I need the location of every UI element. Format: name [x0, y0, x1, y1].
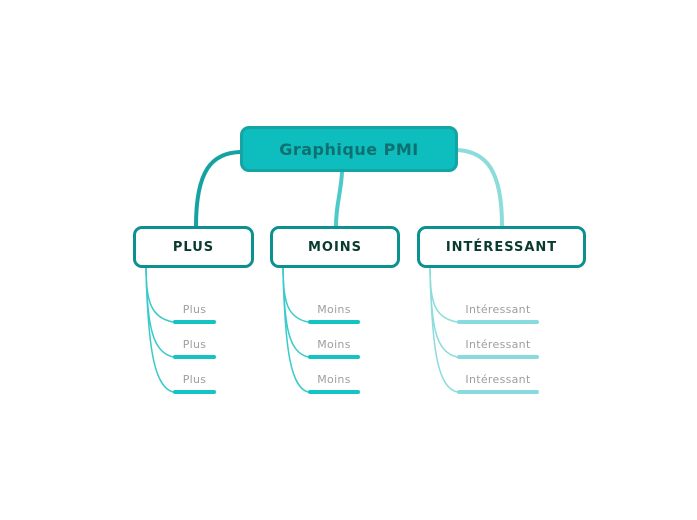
- child-topic-underline: [308, 355, 360, 359]
- connector-interessant-child-1: [429, 267, 458, 323]
- child-topic-plus-2[interactable]: Plus: [173, 337, 216, 359]
- child-topic-plus-2-label: Plus: [182, 338, 207, 351]
- connector-moins-child-1: [282, 267, 309, 323]
- connector-interessant-child-3: [429, 267, 458, 393]
- child-topic-interessant-3[interactable]: Intéressant: [457, 372, 539, 394]
- child-topic-moins-3[interactable]: Moins: [308, 372, 360, 394]
- branch-node-interessant-label: INTÉRESSANT: [445, 239, 558, 255]
- child-topic-interessant-3-label: Intéressant: [465, 373, 531, 386]
- child-topic-underline: [173, 320, 216, 324]
- root-node[interactable]: Graphique PMI: [240, 126, 458, 172]
- child-topic-interessant-2-label: Intéressant: [465, 338, 531, 351]
- child-topic-underline: [457, 355, 539, 359]
- branch-node-interessant[interactable]: INTÉRESSANT: [417, 226, 586, 268]
- root-node-label: Graphique PMI: [279, 139, 419, 159]
- child-topic-underline: [173, 355, 216, 359]
- branch-node-plus-label: PLUS: [172, 239, 215, 255]
- child-topic-moins-2[interactable]: Moins: [308, 337, 360, 359]
- child-topic-plus-1-label: Plus: [182, 303, 207, 316]
- child-topic-moins-2-label: Moins: [317, 338, 351, 351]
- child-topic-underline: [457, 390, 539, 394]
- branch-node-moins-label: MOINS: [307, 239, 363, 255]
- child-topic-interessant-1[interactable]: Intéressant: [457, 302, 539, 324]
- branch-node-moins[interactable]: MOINS: [270, 226, 400, 268]
- connector-plus-child-3: [145, 267, 174, 393]
- child-topic-interessant-2[interactable]: Intéressant: [457, 337, 539, 359]
- child-topic-underline: [308, 390, 360, 394]
- child-topic-plus-3[interactable]: Plus: [173, 372, 216, 394]
- child-topic-moins-3-label: Moins: [317, 373, 351, 386]
- child-topic-plus-3-label: Plus: [182, 373, 207, 386]
- connector-plus-child-1: [145, 267, 174, 323]
- child-topic-underline: [173, 390, 216, 394]
- child-topic-underline: [457, 320, 539, 324]
- connector-plus-child-2: [145, 267, 174, 358]
- child-topic-underline: [308, 320, 360, 324]
- connector-moins-child-3: [282, 267, 309, 393]
- connector-root-moins: [334, 170, 344, 228]
- child-topic-plus-1[interactable]: Plus: [173, 302, 216, 324]
- branch-node-plus[interactable]: PLUS: [133, 226, 254, 268]
- connector-root-interessant: [456, 148, 504, 228]
- child-topic-interessant-1-label: Intéressant: [465, 303, 531, 316]
- child-topic-moins-1-label: Moins: [317, 303, 351, 316]
- child-topic-moins-1[interactable]: Moins: [308, 302, 360, 324]
- connector-root-plus: [194, 150, 242, 228]
